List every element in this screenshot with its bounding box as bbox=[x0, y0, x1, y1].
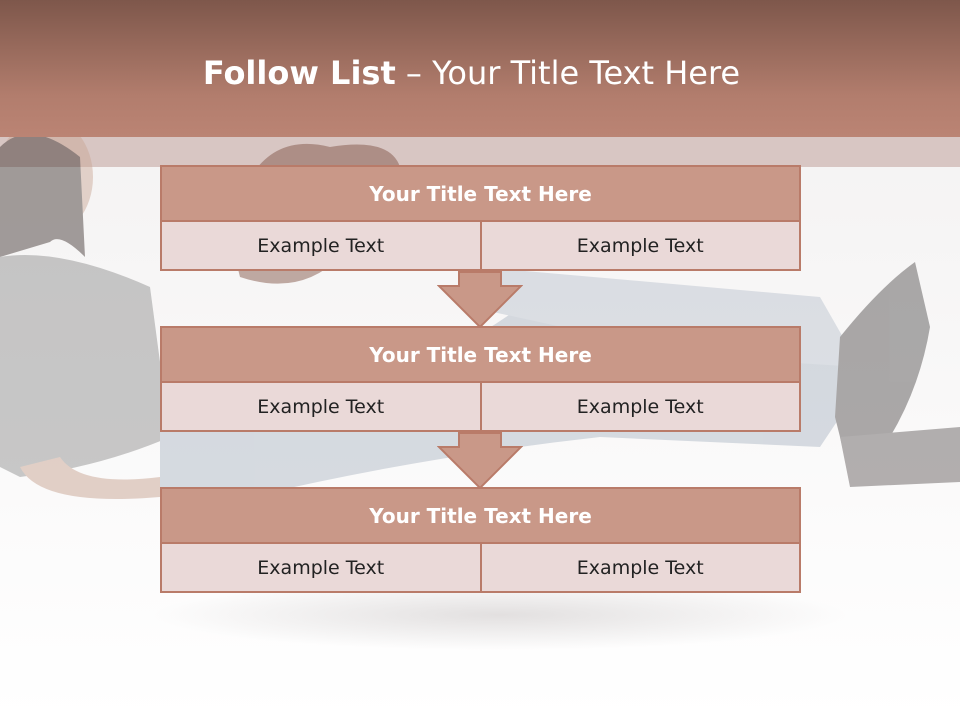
photo-boot bbox=[840, 427, 960, 487]
step-title: Your Title Text Here bbox=[160, 487, 801, 544]
step-cell-left: Example Text bbox=[160, 544, 482, 593]
step-block-3: Your Title Text Here Example Text Exampl… bbox=[160, 487, 801, 593]
step-row: Example Text Example Text bbox=[160, 383, 801, 432]
step-cell-right: Example Text bbox=[481, 222, 801, 271]
step-cell-left: Example Text bbox=[160, 383, 482, 432]
photo-arm bbox=[20, 457, 160, 499]
step-row: Example Text Example Text bbox=[160, 222, 801, 271]
header-band bbox=[0, 137, 960, 167]
step-cell-right: Example Text bbox=[481, 544, 801, 593]
photo-hair bbox=[0, 137, 85, 257]
step-cell-right: Example Text bbox=[481, 383, 801, 432]
step-block-2: Your Title Text Here Example Text Exampl… bbox=[160, 326, 801, 432]
step-block-1: Your Title Text Here Example Text Exampl… bbox=[160, 165, 801, 271]
slide-title-bold: Follow List bbox=[202, 54, 396, 92]
photo-head bbox=[0, 137, 93, 237]
step-title: Your Title Text Here bbox=[160, 326, 801, 383]
slide-title: Follow List – Your Title Text Here bbox=[0, 54, 943, 92]
step-title: Your Title Text Here bbox=[160, 165, 801, 222]
photo-torso bbox=[0, 255, 170, 477]
down-arrow-icon bbox=[437, 271, 523, 329]
down-arrow-icon bbox=[437, 432, 523, 490]
step-cell-left: Example Text bbox=[160, 222, 482, 271]
slide-header: Follow List – Your Title Text Here bbox=[0, 0, 960, 137]
step-row: Example Text Example Text bbox=[160, 544, 801, 593]
photo-shoe bbox=[835, 262, 930, 477]
slide-title-rest: – Your Title Text Here bbox=[395, 54, 741, 92]
